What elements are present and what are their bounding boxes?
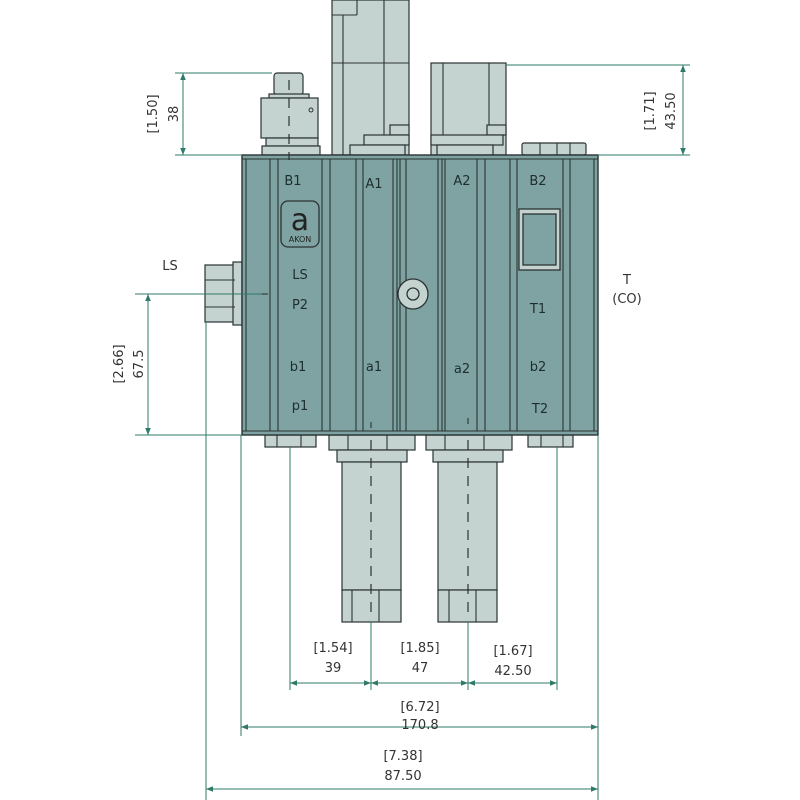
- solenoid-a2: [430, 62, 507, 156]
- port-a2: A2: [453, 174, 470, 189]
- sight-window: [518, 208, 561, 271]
- port-b1-pilot: b1: [290, 360, 307, 375]
- center-bolt: [397, 278, 429, 310]
- dim-spacing-2-mm: 47: [412, 661, 429, 676]
- dim-spacing-1-inch: [1.54]: [313, 641, 352, 656]
- port-b1: B1: [284, 174, 301, 189]
- port-t2: T2: [531, 402, 548, 417]
- dim-overall-width-mm: 87.50: [384, 769, 421, 784]
- ls-side-label: LS: [162, 259, 178, 274]
- port-b2-pilot: b2: [530, 360, 547, 375]
- b2-cap: [521, 142, 587, 156]
- dim-body-width-inch: [6.72]: [400, 700, 439, 715]
- t-side-label: T: [622, 273, 631, 288]
- port-a1-pilot: a1: [366, 360, 382, 375]
- dim-overall-width-inch: [7.38]: [383, 749, 422, 764]
- bottom-fitting-right: [527, 434, 574, 448]
- svg-text:a: a: [291, 203, 309, 238]
- co-side-label: (CO): [612, 292, 641, 307]
- spool-cap-a2: [425, 434, 513, 623]
- dim-ls-offset-mm: 67.5: [132, 350, 147, 379]
- svg-text:AKON: AKON: [289, 235, 312, 244]
- port-a1: A1: [365, 177, 382, 192]
- dim-spacing-3-mm: 42.50: [494, 664, 531, 679]
- dim-ls-offset-inch: [2.66]: [112, 344, 127, 383]
- port-p2: P2: [292, 298, 308, 313]
- port-t1: T1: [529, 302, 546, 317]
- dim-solenoid-height-mm: 43.50: [664, 92, 679, 129]
- dim-spacing-3-inch: [1.67]: [493, 644, 532, 659]
- b1-fitting: [260, 72, 321, 156]
- dimension-lines: [135, 64, 690, 800]
- port-p1: p1: [292, 399, 309, 414]
- solenoid-a1: [331, 0, 410, 156]
- spool-cap-a1: [328, 434, 416, 623]
- dim-spacing-1-mm: 39: [325, 661, 342, 676]
- bottom-fitting-left: [264, 434, 317, 448]
- dim-body-width-mm: 170.8: [401, 718, 438, 733]
- port-a2-pilot: a2: [454, 362, 470, 377]
- akon-logo: a AKON: [280, 200, 320, 248]
- port-b2: B2: [529, 174, 546, 189]
- dim-solenoid-height-inch: [1.71]: [643, 91, 658, 130]
- dim-spacing-2-inch: [1.85]: [400, 641, 439, 656]
- dim-fitting-height-inch: [1.50]: [146, 94, 161, 133]
- dim-fitting-height-mm: 38: [167, 106, 182, 123]
- port-ls: LS: [292, 268, 308, 283]
